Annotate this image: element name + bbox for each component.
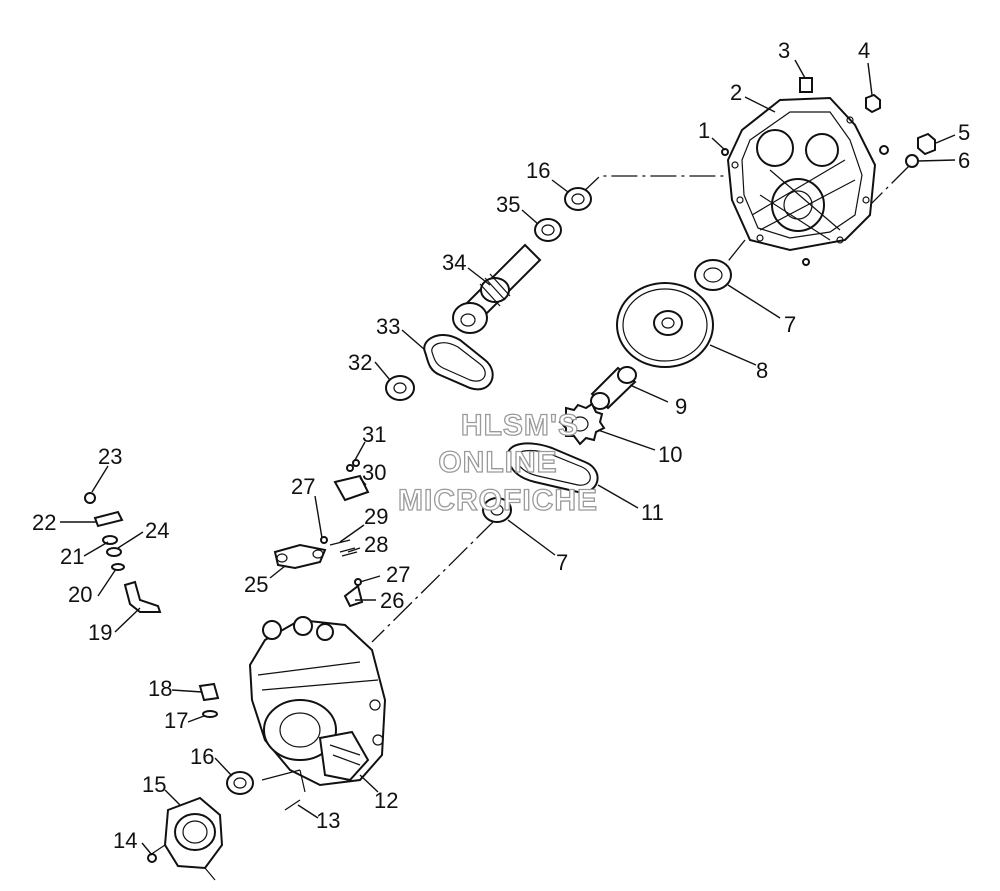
callout-4: 4 xyxy=(858,38,870,63)
callout-22: 22 xyxy=(32,510,56,535)
shift-shaft-19 xyxy=(123,580,162,613)
nut-5 xyxy=(917,132,936,156)
axis-line-lower xyxy=(371,519,496,643)
callout-27-upper: 27 xyxy=(291,474,315,499)
callout-35: 35 xyxy=(496,192,520,217)
housing-15 xyxy=(149,796,224,881)
dowel-1 xyxy=(721,148,729,156)
shift-detent-parts xyxy=(273,459,370,608)
callout-15: 15 xyxy=(142,772,166,797)
seal-24 xyxy=(106,547,122,557)
washer-6 xyxy=(905,154,919,168)
callout-25: 25 xyxy=(244,572,268,597)
gearcase-lower xyxy=(248,616,387,793)
plug-18 xyxy=(198,682,220,702)
chain-11 xyxy=(506,442,599,494)
sprocket-10 xyxy=(558,402,606,446)
bearing-7-lower xyxy=(482,497,512,523)
gearcase-cover-upper xyxy=(726,96,877,252)
callout-1: 1 xyxy=(698,118,710,143)
callout-6: 6 xyxy=(958,148,970,173)
gear-8 xyxy=(616,282,714,368)
watermark-line-1: HLSM'S xyxy=(461,409,579,442)
callout-31: 31 xyxy=(362,422,386,447)
callout-21: 21 xyxy=(60,544,84,569)
bearing-7-upper xyxy=(694,259,732,291)
callout-16-lower: 16 xyxy=(190,744,214,769)
pin-13 xyxy=(284,799,301,811)
callout-17: 17 xyxy=(164,708,188,733)
nut-4 xyxy=(865,93,881,114)
callout-3: 3 xyxy=(778,38,790,63)
callout-5: 5 xyxy=(958,120,970,145)
bearing-16-upper xyxy=(564,187,592,211)
callout-29: 29 xyxy=(364,504,388,529)
seal-17 xyxy=(202,710,218,718)
spring-28 xyxy=(339,547,358,557)
callout-23: 23 xyxy=(98,444,122,469)
pin-29 xyxy=(329,539,351,546)
leader-lines xyxy=(60,59,956,856)
callout-32: 32 xyxy=(348,350,372,375)
bearing-35 xyxy=(534,218,562,242)
shift-arm-22 xyxy=(93,510,124,528)
shift-shaft-assembly xyxy=(84,492,162,613)
callout-labels: 1 2 3 4 5 6 7 7 8 9 10 11 12 13 14 15 16… xyxy=(32,38,970,853)
callout-9: 9 xyxy=(675,394,687,419)
watermark-line-2: ONLINE xyxy=(438,446,557,479)
washer-21 xyxy=(102,535,118,545)
bolt-14 xyxy=(147,853,157,863)
callout-14: 14 xyxy=(113,828,137,853)
bearing-32 xyxy=(385,375,415,401)
callout-10: 10 xyxy=(658,442,682,467)
callout-7-upper: 7 xyxy=(784,312,796,337)
callout-11: 11 xyxy=(641,500,664,525)
callout-30: 30 xyxy=(362,460,386,485)
callout-34: 34 xyxy=(442,250,466,275)
bolt-3 xyxy=(799,77,813,93)
bearing-16-lower xyxy=(226,771,254,795)
callout-24: 24 xyxy=(145,518,169,543)
ring-20 xyxy=(111,563,125,571)
shaft-9 xyxy=(590,366,637,410)
plate-25 xyxy=(273,543,327,570)
input-shaft-34 xyxy=(452,243,542,334)
switch-30 xyxy=(333,474,370,502)
axis-line-output xyxy=(724,239,746,266)
callout-20: 20 xyxy=(68,582,92,607)
lower-case-hardware xyxy=(147,682,301,863)
callout-16-upper: 16 xyxy=(526,158,550,183)
watermark: HLSM'S ONLINE MICROFICHE xyxy=(397,408,598,517)
callout-27-lower: 27 xyxy=(386,562,410,587)
callout-19: 19 xyxy=(88,620,112,645)
callout-18: 18 xyxy=(148,676,172,701)
lever-26 xyxy=(343,584,364,608)
callout-26: 26 xyxy=(380,588,404,613)
callout-13: 13 xyxy=(316,808,340,833)
nut-23 xyxy=(84,492,96,504)
callout-8: 8 xyxy=(756,358,768,383)
chain-33 xyxy=(423,334,494,391)
callout-12: 12 xyxy=(374,788,398,813)
callout-28: 28 xyxy=(364,532,388,557)
callout-7-lower: 7 xyxy=(556,550,568,575)
axis-line-upper xyxy=(579,175,725,196)
callout-33: 33 xyxy=(376,314,400,339)
watermark-line-3: MICROFICHE xyxy=(398,484,598,517)
callout-2: 2 xyxy=(730,80,742,105)
